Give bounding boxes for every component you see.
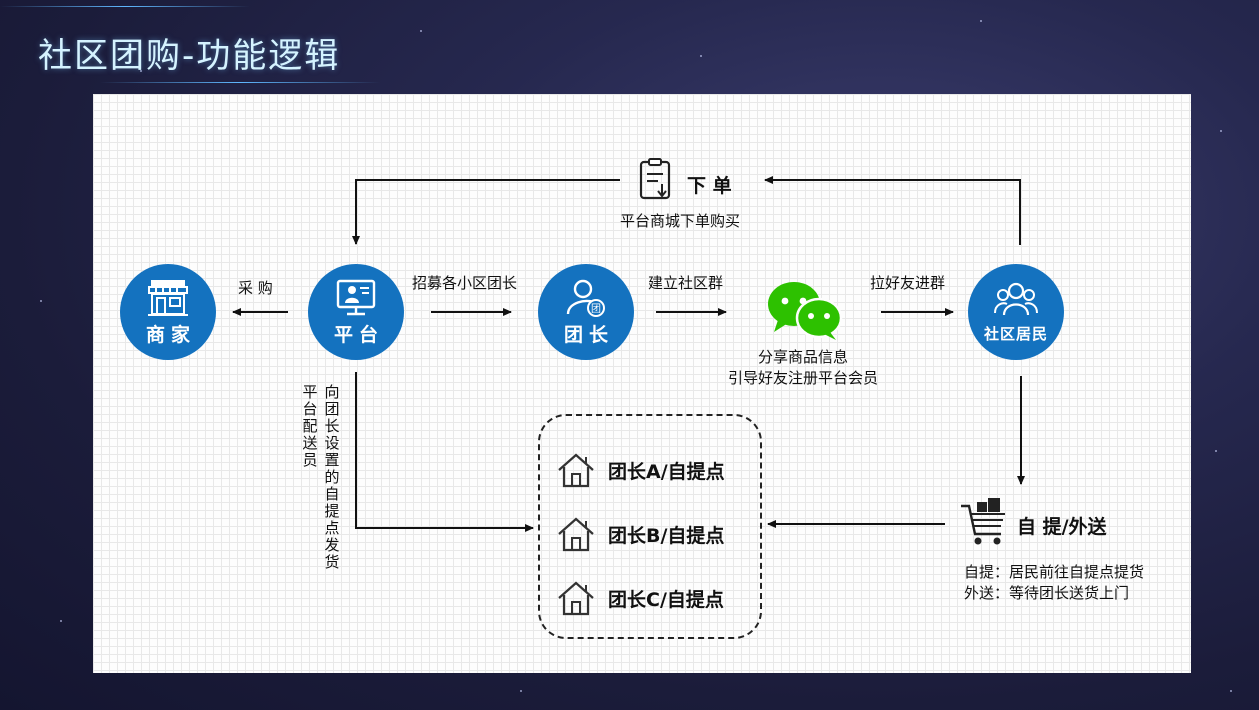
pickup-point-label: 团长C/自提点 bbox=[608, 588, 724, 611]
pickup-point-label: 团长B/自提点 bbox=[608, 524, 725, 547]
build-group-edge-label: 建立社区群 bbox=[648, 274, 724, 292]
background-star bbox=[700, 55, 702, 57]
background-star bbox=[140, 70, 142, 72]
delivery-label: 自 提/外送 bbox=[1017, 516, 1107, 538]
group-leader-icon: 团 bbox=[566, 279, 605, 317]
people-group-icon bbox=[994, 282, 1038, 315]
invite-edge-label: 拉好友进群 bbox=[870, 274, 946, 292]
order-clipboard-icon bbox=[639, 158, 671, 200]
recruit-edge-label: 招募各小区团长 bbox=[412, 274, 518, 292]
order-label: 下 单 bbox=[687, 175, 732, 197]
svg-text:团: 团 bbox=[591, 303, 601, 315]
background-star bbox=[60, 620, 62, 622]
arrow-order-to-platform bbox=[352, 179, 620, 245]
merchant-label: 商家 bbox=[145, 323, 196, 346]
arrow-platform-to-pickup bbox=[355, 372, 534, 532]
shopping-cart-icon bbox=[961, 498, 1005, 545]
leader-label: 团长 bbox=[563, 323, 614, 346]
background-star bbox=[1230, 690, 1232, 692]
flow-arrows bbox=[232, 176, 1025, 532]
residents-label: 社区居民 bbox=[983, 324, 1048, 343]
wechat-caption-line1: 分享商品信息 bbox=[757, 348, 848, 366]
pickup-point-c: 团长C/自提点 bbox=[556, 578, 724, 618]
diagram-panel: 下 单 平台商城下单购买 商家 平台 bbox=[93, 94, 1191, 673]
background-star bbox=[40, 300, 42, 302]
wechat-icon bbox=[768, 282, 843, 340]
residents-node: 社区居民 bbox=[968, 264, 1064, 360]
platform-node: 平台 bbox=[308, 264, 404, 360]
background-star bbox=[520, 690, 522, 692]
presentation-screen-icon bbox=[336, 279, 376, 315]
purchase-edge-label: 采 购 bbox=[238, 279, 273, 297]
pickup-point-b: 团长B/自提点 bbox=[556, 514, 724, 554]
platform-label: 平台 bbox=[333, 323, 384, 346]
wechat-caption-line2: 引导好友注册平台会员 bbox=[727, 369, 878, 387]
pickup-point-label: 团长A/自提点 bbox=[608, 460, 725, 483]
arrow-residents-to-order bbox=[764, 176, 1021, 245]
background-star bbox=[420, 30, 422, 32]
storefront-icon bbox=[148, 279, 188, 316]
title-decoration-line bbox=[100, 82, 380, 83]
pickup-points-box: 团长A/自提点 团长B/自提点 团长C/自提点 bbox=[538, 414, 762, 639]
order-sublabel: 平台商城下单购买 bbox=[620, 212, 741, 230]
house-icon bbox=[558, 517, 594, 552]
merchant-node: 商家 bbox=[120, 264, 216, 360]
background-star bbox=[1215, 450, 1217, 452]
delivery-caption-line2: 外送：等待团长送货上门 bbox=[964, 584, 1130, 602]
ship-to-points-label: 向团长设置的自提点发货 bbox=[324, 383, 340, 571]
page-title: 社区团购-功能逻辑 bbox=[38, 36, 341, 76]
leader-node: 团 团长 bbox=[538, 264, 634, 360]
background-star bbox=[980, 20, 982, 22]
delivery-caption: 自提：居民前往自提点提货 外送：等待团长送货上门 bbox=[964, 562, 1144, 604]
delivery-caption-line1: 自提：居民前往自提点提货 bbox=[964, 563, 1145, 581]
wechat-caption: 分享商品信息 引导好友注册平台会员 bbox=[703, 347, 903, 389]
house-icon bbox=[558, 581, 594, 616]
background-star bbox=[1220, 130, 1222, 132]
platform-courier-label: 平台配送员 bbox=[302, 383, 318, 469]
pickup-point-a: 团长A/自提点 bbox=[556, 450, 725, 490]
title-decoration-line bbox=[0, 6, 250, 7]
house-icon bbox=[558, 453, 594, 488]
